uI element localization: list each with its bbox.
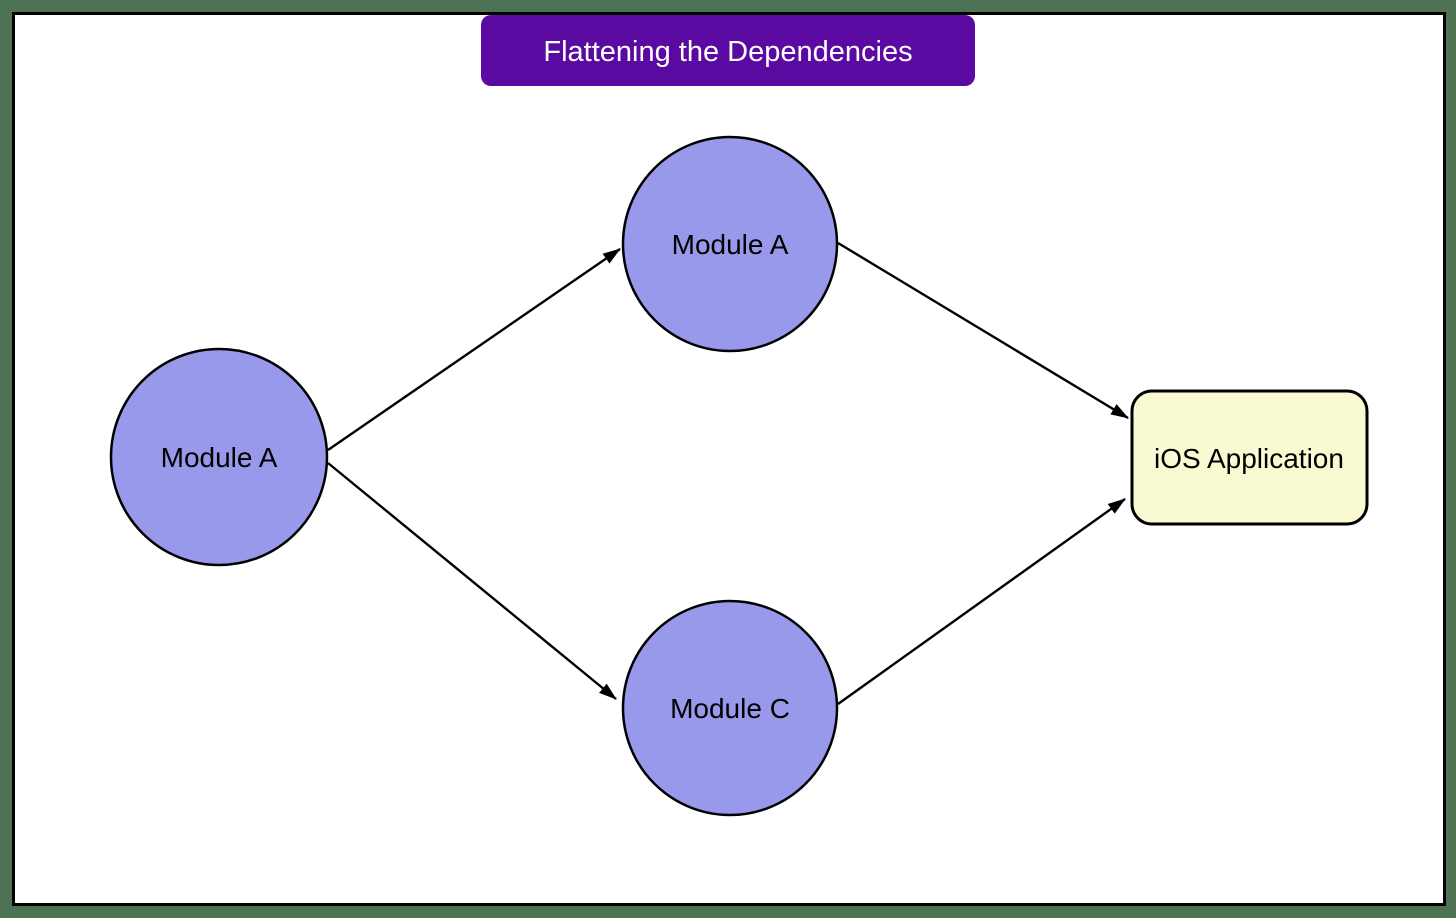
node-module-c-flat-label: Module C xyxy=(670,693,790,724)
node-module-c-flat xyxy=(621,599,839,817)
edge-module-a-flat-to-ios-application xyxy=(837,241,1129,420)
edge-module-a-source-to-module-a-flat xyxy=(327,248,621,451)
title-banner xyxy=(481,15,975,86)
node-module-a-source xyxy=(109,347,329,567)
node-module-a-source-label: Module A xyxy=(161,442,278,473)
node-module-a-flat-label: Module A xyxy=(672,229,789,260)
node-ios-application-label: iOS Application xyxy=(1154,443,1344,474)
edge-module-c-flat-to-ios-application xyxy=(837,498,1126,705)
node-ios-application xyxy=(1130,389,1369,526)
diagram-title: Flattening the Dependencies xyxy=(543,36,912,68)
node-module-a-flat xyxy=(621,135,839,353)
diagram-canvas: Flattening the Dependencies Module A Mod… xyxy=(12,12,1446,906)
edge-module-a-source-to-module-c-flat xyxy=(327,462,617,700)
dependency-diagram: Flattening the Dependencies Module A Mod… xyxy=(109,15,1369,817)
